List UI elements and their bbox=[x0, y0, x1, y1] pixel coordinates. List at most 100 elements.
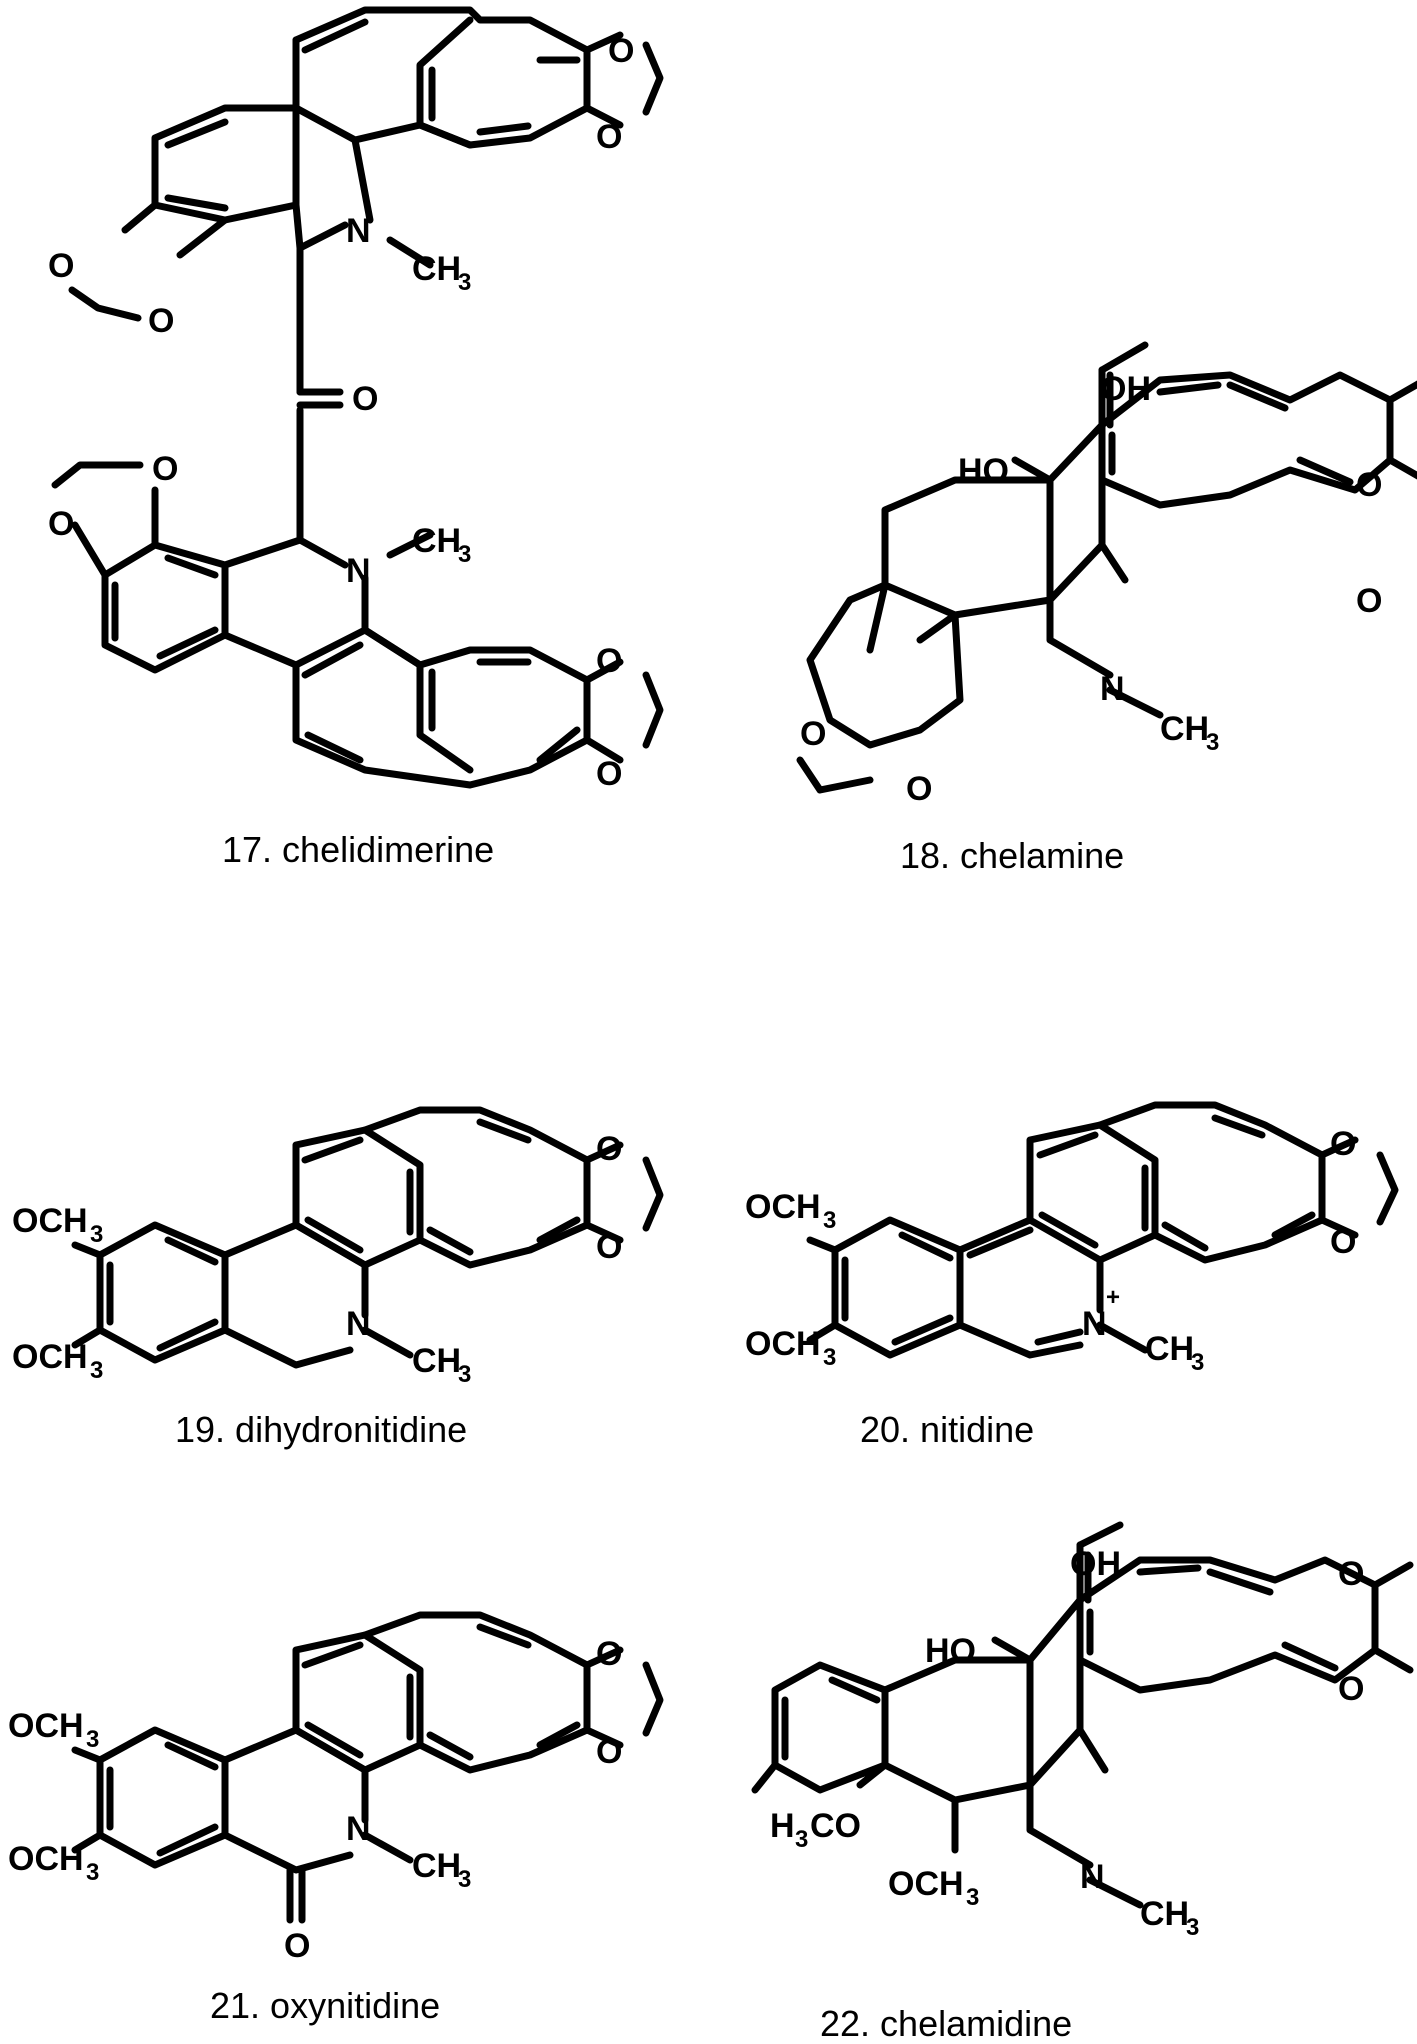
svg-text:H: H bbox=[770, 1807, 795, 1845]
compound-18-n: N bbox=[1100, 670, 1125, 708]
compound-17-upper-o2: O bbox=[596, 118, 622, 156]
compound-20-methoxy-bottom: OCH 3 bbox=[745, 1325, 836, 1371]
compound-19-methyl: CH 3 bbox=[412, 1342, 471, 1388]
compound-22-n: N bbox=[1080, 1858, 1105, 1896]
compound-17-structure: O O N CH 3 O O O O O N CH bbox=[48, 6, 664, 793]
compound-20-methyl: CH 3 bbox=[1145, 1330, 1204, 1376]
compound-21-caption: 21. oxynitidine bbox=[210, 1985, 440, 2026]
compound-17-lower-unit bbox=[51, 406, 664, 789]
svg-text:3: 3 bbox=[86, 1726, 99, 1753]
compound-17-lower-o4: O bbox=[596, 755, 622, 793]
compound-17-lower-methyl: CH 3 bbox=[412, 522, 471, 568]
compound-18-methyl: CH 3 bbox=[1160, 710, 1219, 756]
compound-19-structure bbox=[71, 1106, 664, 1369]
svg-text:3: 3 bbox=[458, 1361, 471, 1388]
compound-18-o1: O bbox=[1356, 466, 1382, 504]
svg-text:N: N bbox=[1082, 1305, 1107, 1343]
svg-text:OCH: OCH bbox=[12, 1338, 88, 1376]
svg-text:OCH: OCH bbox=[888, 1865, 964, 1903]
svg-text:3: 3 bbox=[458, 541, 471, 568]
compound-22-o2: O bbox=[1338, 1670, 1364, 1708]
compound-17-carbonyl-o: O bbox=[352, 380, 378, 418]
svg-text:CH: CH bbox=[412, 250, 461, 288]
compound-22-methoxy-bottom: OCH 3 bbox=[888, 1865, 979, 1911]
compound-20-n-plus: N + bbox=[1082, 1284, 1120, 1343]
svg-text:3: 3 bbox=[1191, 1349, 1204, 1376]
compound-17-upper-methyl: CH 3 bbox=[412, 250, 471, 296]
svg-text:CH: CH bbox=[1145, 1330, 1194, 1368]
svg-text:CH: CH bbox=[412, 522, 461, 560]
compound-20-methoxy-top: OCH 3 bbox=[745, 1188, 836, 1234]
svg-text:OCH: OCH bbox=[8, 1707, 84, 1745]
svg-text:HO: HO bbox=[958, 452, 1009, 490]
compound-19-methoxy-bottom: OCH 3 bbox=[12, 1338, 103, 1384]
svg-text:CO: CO bbox=[810, 1807, 861, 1845]
compound-17-lower-o2: O bbox=[48, 505, 74, 543]
compound-17-upper-unit bbox=[68, 6, 664, 409]
compound-17-upper-o4: O bbox=[148, 302, 174, 340]
svg-text:OCH: OCH bbox=[745, 1188, 821, 1226]
compound-17-lower-o3: O bbox=[596, 642, 622, 680]
compound-20-o1: O bbox=[1330, 1125, 1356, 1163]
svg-text:CH: CH bbox=[1160, 710, 1209, 748]
compound-19-o2: O bbox=[596, 1228, 622, 1266]
compound-18-o4: O bbox=[906, 770, 932, 808]
svg-text:HO: HO bbox=[925, 1632, 976, 1670]
compound-21-o2: O bbox=[596, 1733, 622, 1771]
compound-19-n: N bbox=[346, 1305, 371, 1343]
compound-18-oh-top: OH bbox=[1100, 370, 1151, 408]
svg-text:CH: CH bbox=[412, 1847, 461, 1885]
svg-text:OCH: OCH bbox=[745, 1325, 821, 1363]
svg-text:OCH: OCH bbox=[12, 1202, 88, 1240]
compound-21-structure bbox=[71, 1611, 664, 1924]
svg-text:CH: CH bbox=[412, 1342, 461, 1380]
compound-19-methoxy-top: OCH 3 bbox=[12, 1202, 103, 1248]
svg-text:CH: CH bbox=[1140, 1895, 1189, 1933]
compound-21-methoxy-bottom: OCH 3 bbox=[8, 1840, 99, 1886]
svg-text:3: 3 bbox=[458, 269, 471, 296]
svg-text:3: 3 bbox=[1186, 1914, 1199, 1941]
compound-21-methoxy-top: OCH 3 bbox=[8, 1707, 99, 1753]
compound-20-structure bbox=[806, 1101, 1399, 1359]
svg-text:3: 3 bbox=[823, 1207, 836, 1234]
compound-22-methyl: CH 3 bbox=[1140, 1895, 1199, 1941]
compound-17-lower-n: N bbox=[346, 552, 371, 590]
svg-text:OH: OH bbox=[1070, 1545, 1121, 1583]
svg-text:3: 3 bbox=[90, 1221, 103, 1248]
compound-22-structure bbox=[751, 1521, 1414, 1909]
svg-text:3: 3 bbox=[90, 1357, 103, 1384]
compound-18-o2: O bbox=[1356, 582, 1382, 620]
compound-22-oh-left: HO bbox=[925, 1632, 976, 1670]
svg-text:OH: OH bbox=[1100, 370, 1151, 408]
compound-19-o1: O bbox=[596, 1130, 622, 1168]
compound-17-upper-n: N bbox=[346, 212, 371, 250]
compound-21-o1: O bbox=[596, 1635, 622, 1673]
svg-text:+: + bbox=[1106, 1284, 1120, 1311]
compound-17-upper-o3: O bbox=[48, 247, 74, 285]
compound-22-methoxy-left: H 3 CO bbox=[770, 1807, 861, 1853]
compound-20-o2: O bbox=[1330, 1223, 1356, 1261]
compound-18-oh-left: HO bbox=[958, 452, 1009, 490]
svg-text:3: 3 bbox=[823, 1344, 836, 1371]
compound-20-caption: 20. nitidine bbox=[860, 1409, 1034, 1450]
compound-21-n: N bbox=[346, 1810, 371, 1848]
compound-18-o3: O bbox=[800, 715, 826, 753]
compound-21-methyl: CH 3 bbox=[412, 1847, 471, 1893]
compound-21-carbonyl-o: O bbox=[284, 1927, 310, 1965]
compound-17-caption: 17. chelidimerine bbox=[222, 829, 494, 870]
compound-17-lower-o1: O bbox=[152, 450, 178, 488]
compound-22-caption: 22. chelamidine bbox=[820, 2003, 1072, 2044]
compound-19-caption: 19. dihydronitidine bbox=[175, 1409, 467, 1450]
svg-text:3: 3 bbox=[795, 1826, 808, 1853]
svg-text:3: 3 bbox=[458, 1866, 471, 1893]
compound-22-o1: O bbox=[1338, 1555, 1364, 1593]
svg-text:3: 3 bbox=[1206, 729, 1219, 756]
svg-text:OCH: OCH bbox=[8, 1840, 84, 1878]
compound-22-oh-top: OH bbox=[1070, 1545, 1121, 1583]
svg-text:3: 3 bbox=[966, 1884, 979, 1911]
svg-text:3: 3 bbox=[86, 1859, 99, 1886]
compound-17-upper-o1: O bbox=[608, 32, 634, 70]
compound-18-caption: 18. chelamine bbox=[900, 835, 1124, 876]
compound-18-structure bbox=[796, 341, 1417, 794]
